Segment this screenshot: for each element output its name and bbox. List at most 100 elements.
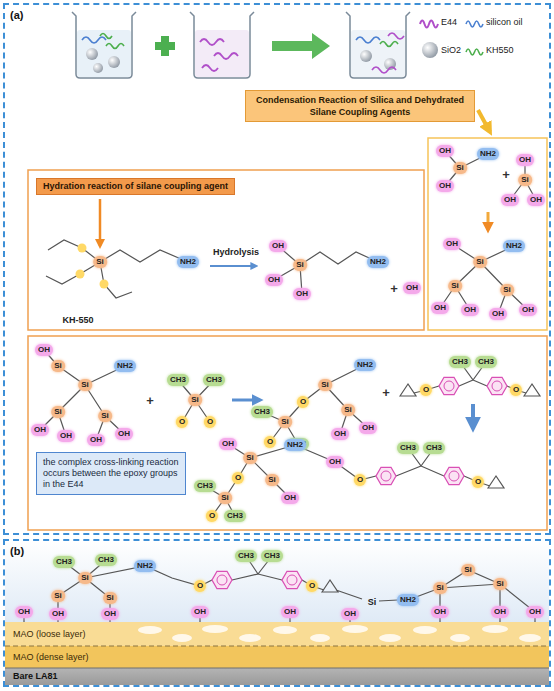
hydroxyl-group: OH [15,606,33,618]
beaker-illustration [214,53,238,59]
substrate-layer [450,634,470,642]
panel-frame: (a)Condensation Reaction of Silica and D… [3,3,551,535]
note-text: the complex cross-linking reaction occur… [43,457,179,490]
chemical-bond [440,244,528,314]
silicon-atom: Si [473,256,487,268]
hydroxyl-group: OH [331,428,349,440]
beaker-illustration [106,44,124,49]
hydroxyl-group: OH [436,145,454,157]
oxygen-atom: O [264,436,276,448]
beaker-illustration [356,37,380,43]
layer-band: Bare LA81 [5,668,549,685]
silicon-atom: Si [243,452,257,464]
benzene-ring [282,571,302,588]
substrate-layer [413,626,437,634]
silicon-atom: Si [518,174,532,186]
hydroxyl-group: OH [101,608,119,620]
silicon-atom: Si [453,162,467,174]
hydroxyl-group: OH [269,240,287,252]
chemical-bond [262,365,368,444]
substrate-layer [482,625,508,633]
methyl-group: CH3 [261,550,283,562]
reaction-region [428,138,547,330]
hydroxyl-group: OH [461,304,479,316]
hydroxyl-group: OH [57,430,75,442]
hydroxyl-group: OH [281,492,299,504]
benzene-ring [376,467,396,484]
silicon-atom: Si [51,360,65,372]
methyl-group: CH3 [397,442,419,454]
silicon-atom: Si [448,280,462,292]
benzene-ring [487,377,507,394]
substrate-layer [379,634,401,642]
hydroxyl-group: OH [431,606,449,618]
hydroxyl-group: OH [219,438,237,450]
hydroxyl-group: OH [326,456,344,468]
substrate-layer [5,646,549,668]
silicon-atom: Si [103,592,117,604]
layer-band: MAO (dense layer) [5,646,549,668]
substrate-layer [5,668,549,685]
oxygen-atom: O [354,474,366,486]
substrate-layer [5,541,549,622]
methyl-group: CH3 [449,356,471,368]
methyl-group: CH3 [251,406,273,418]
oxygen-atom: O [176,416,188,428]
oxygen-atom [78,244,87,253]
chemical-bond [205,444,295,516]
substrate-layer [5,668,549,669]
beaker-illustration [360,50,372,62]
amino-group: NH2 [284,439,306,451]
amino-group: NH2 [477,148,499,160]
beaker-illustration [100,34,112,39]
methyl-group: CH3 [167,374,189,386]
reaction-arrow [487,212,490,230]
benzene-ring [212,571,232,588]
benzene-ring [439,377,459,394]
silicon-atom: Si [433,582,447,594]
reaction-tag: Hydration reaction of silane coupling ag… [36,178,235,195]
substrate-layer [5,646,549,647]
hydroxyl-group: OH [431,302,449,314]
text-label: KH-550 [61,315,94,326]
beaker-illustration [190,12,254,78]
legend-text: SiO2 [441,45,461,56]
amino-group: NH2 [134,560,156,572]
plus-sign: + [145,394,155,407]
hydroxyl-group: OH [516,154,534,166]
chemical-bond [40,350,125,440]
silicon-atom: Si [51,406,65,418]
silicon-atom: Si [78,379,92,391]
legend-swatch [466,49,483,55]
beaker-illustration [380,42,398,47]
beaker-illustration [86,48,98,60]
tag-text: Hydration reaction of silane coupling ag… [43,181,228,192]
legend-text: silicon oil [486,17,523,28]
hydroxyl-group: OH [87,434,105,446]
amino-group: NH2 [367,256,389,268]
methyl-group: CH3 [224,510,246,522]
amino-group: NH2 [354,359,376,371]
silicon-atom: Si [51,590,65,602]
hydroxyl-group: OH [359,422,377,434]
benzene-ring [287,575,297,585]
legend-text: E44 [441,17,457,28]
hydroxyl-group: OH [265,274,283,286]
text-label: Si [367,597,378,608]
oxygen-atom: O [232,472,244,484]
benzene-ring [217,575,227,585]
beaker-illustration [200,39,224,45]
silicon-atom: Si [318,379,332,391]
plus-sign: + [381,386,391,399]
reaction-arrow [210,265,256,267]
substrate-layer [5,541,549,685]
hydroxyl-group: OH [491,606,509,618]
methyl-group: CH3 [95,554,117,566]
oxygen-atom: O [472,476,484,488]
silicon-atom: Si [93,256,107,268]
hydroxyl-group: OH [35,344,53,356]
reaction-arrow [478,110,490,132]
amino-group: NH2 [397,594,419,606]
benzene-ring [381,471,391,481]
chemical-bond [24,151,540,622]
